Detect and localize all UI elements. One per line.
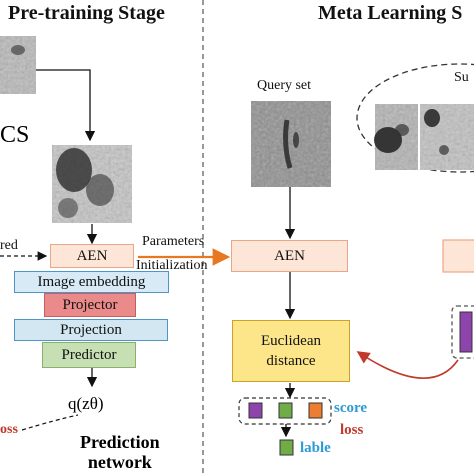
q-z-label: q(zθ) (68, 394, 104, 413)
query-set-label: Query set (257, 78, 312, 93)
lable-label: lable (300, 440, 331, 456)
aen-support-partial (442, 239, 474, 273)
support-image-1 (374, 104, 418, 170)
score-purple (248, 402, 263, 419)
support-embedding-purple (459, 311, 473, 353)
aen-box-right: AEN (231, 240, 348, 272)
support-set-boundary (356, 63, 474, 173)
projection-box: Projection (14, 319, 168, 341)
lable-green (279, 439, 294, 456)
support-image-2 (420, 104, 474, 170)
score-label: score (334, 400, 368, 416)
partial-cs-text: CS (0, 122, 30, 148)
score-green (278, 402, 293, 419)
image-embedding-box: Image embedding (14, 271, 169, 293)
partial-red-label: red (0, 238, 18, 253)
support-set-partial-label: Su (454, 70, 469, 85)
initialization-label: Initialization (136, 258, 208, 273)
aen-box-left: AEN (50, 244, 134, 268)
parameters-label: Parameters (142, 234, 205, 249)
score-orange (308, 402, 323, 419)
loss-right-label: loss (340, 422, 364, 438)
prediction-network-label: Prediction network (80, 432, 160, 472)
pre-training-title: Pre-training Stage (8, 2, 165, 24)
meta-learning-title: Meta Learning S (318, 2, 463, 24)
loss-left-label: oss (0, 422, 18, 437)
support-to-distance-arrow (356, 351, 459, 379)
query-image (251, 101, 331, 187)
prediction-network-line2: network (87, 452, 152, 472)
arrow-to-augmented-image (36, 69, 96, 142)
predictor-box: Predictor (42, 342, 136, 368)
input-image-top-left (0, 36, 36, 94)
projector-box: Projector (44, 293, 136, 317)
euclidean-line2: distance (266, 353, 316, 369)
dashed-loss-curve (21, 414, 79, 431)
augmented-image (52, 145, 132, 223)
prediction-network-line1: Prediction (80, 432, 160, 452)
euclidean-distance-box: Euclidean distance (232, 320, 350, 382)
euclidean-line1: Euclidean (261, 333, 321, 349)
